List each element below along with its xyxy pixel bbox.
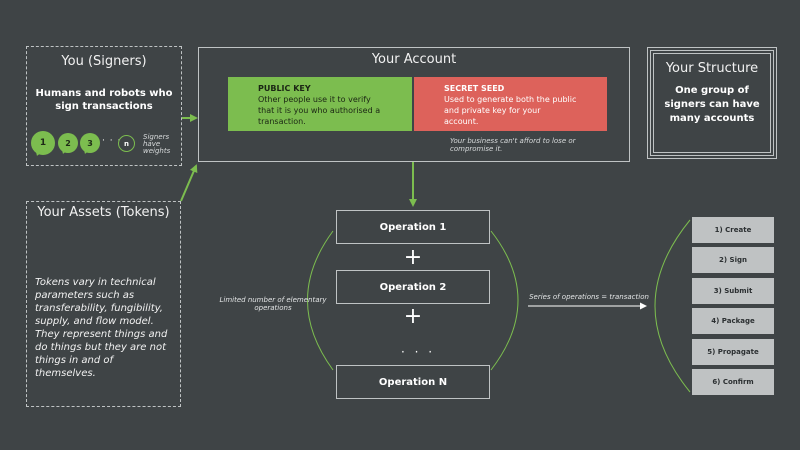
assets-text: Tokens vary in technical parameters such… bbox=[35, 277, 168, 379]
signer-bubble-n: n bbox=[118, 135, 135, 152]
public-key-heading: PUBLIC KEY bbox=[258, 84, 311, 93]
structure-border-outer bbox=[647, 47, 777, 159]
public-key-panel: PUBLIC KEY Other people use it to verify… bbox=[228, 77, 412, 131]
secret-seed-note: Your business can't afford to lose or co… bbox=[450, 137, 576, 153]
signer-bubble-2: 2 bbox=[58, 133, 78, 153]
signers-subtitle: Humans and robots who sign transactions bbox=[35, 88, 173, 112]
step-submit: 3) Submit bbox=[692, 278, 774, 304]
arrow-assets-to-account bbox=[180, 164, 198, 202]
operation-box-2: Operation 2 bbox=[336, 270, 490, 304]
operations-label: Limited number of elementary operations bbox=[219, 296, 327, 312]
operation-box-n: Operation N bbox=[336, 365, 490, 399]
signers-dots: · · · bbox=[102, 136, 122, 146]
operation-plus-1: + bbox=[403, 245, 423, 270]
operation-plus-2: + bbox=[403, 304, 423, 329]
public-key-text: Other people use it to verify that it is… bbox=[258, 95, 381, 126]
steps-left-arc bbox=[654, 219, 691, 393]
signer-bubble-3: 3 bbox=[80, 133, 100, 153]
operations-right-arc bbox=[490, 230, 519, 371]
operations-left-arc bbox=[307, 230, 334, 371]
operation-dots: · · · bbox=[401, 345, 436, 359]
operation-box-1: Operation 1 bbox=[336, 210, 490, 244]
account-title: Your Account bbox=[371, 52, 457, 67]
step-package: 4) Package bbox=[692, 308, 774, 334]
signers-box: You (Signers) Humans and robots who sign… bbox=[26, 46, 182, 166]
step-confirm: 6) Confirm bbox=[692, 369, 774, 395]
account-box: Your Account bbox=[198, 47, 630, 162]
series-label: Series of operations = transaction bbox=[529, 293, 649, 301]
assets-box: Your Assets (Tokens) bbox=[26, 201, 181, 407]
structure-title: Your Structure bbox=[665, 61, 759, 76]
secret-seed-text: Used to generate both the public and pri… bbox=[444, 95, 577, 126]
structure-border-middle bbox=[650, 50, 774, 156]
step-create: 1) Create bbox=[692, 217, 774, 243]
secret-seed-panel: SECRET SEED Used to generate both the pu… bbox=[414, 77, 607, 131]
signer-bubble-1: 1 bbox=[31, 131, 55, 155]
step-sign: 2) Sign bbox=[692, 247, 774, 273]
signers-title: You (Signers) bbox=[61, 54, 147, 69]
structure-text: One group of signers can have many accou… bbox=[664, 85, 760, 124]
secret-seed-heading: SECRET SEED bbox=[444, 84, 505, 93]
assets-title: Your Assets (Tokens) bbox=[37, 205, 170, 220]
step-propagate: 5) Propagate bbox=[692, 339, 774, 365]
structure-border-inner bbox=[653, 53, 771, 153]
signers-note: Signers have weights bbox=[143, 133, 171, 155]
